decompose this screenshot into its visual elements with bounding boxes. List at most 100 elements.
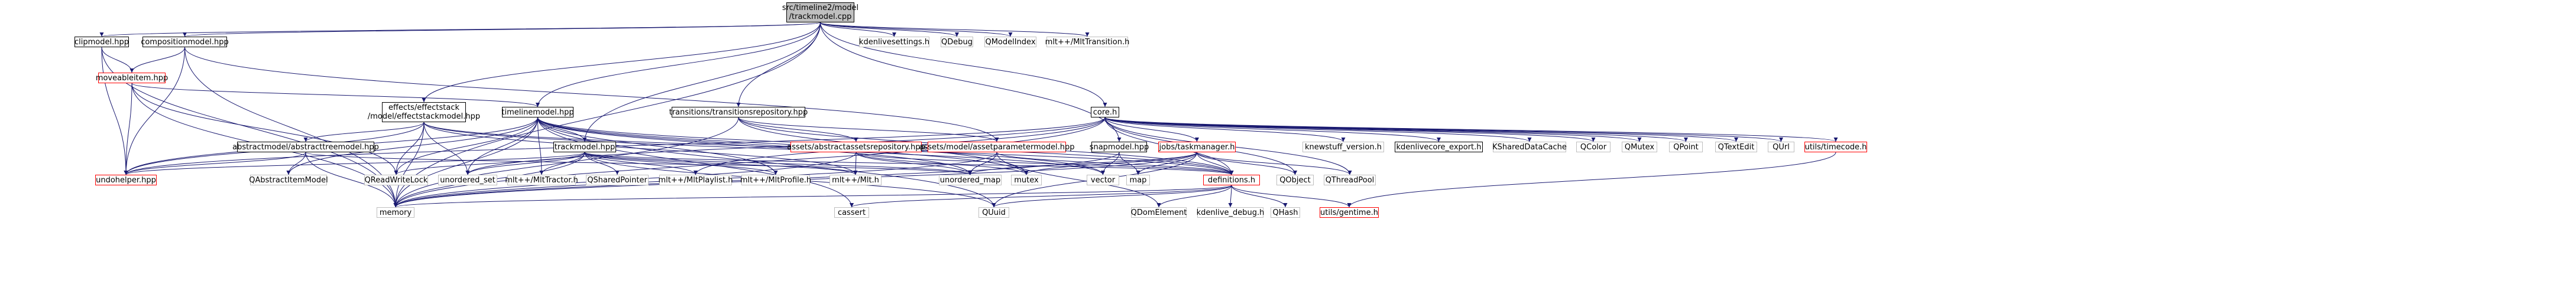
edge-definitions-to-quuid — [991, 185, 1232, 208]
edge-effectstackmodel-to-unordered-set — [423, 122, 470, 175]
node-qtextedit[interactable]: QTextEdit — [1715, 142, 1757, 152]
node-qabstractitemmodel[interactable]: QAbstractItemModel — [249, 175, 328, 185]
node-qdebug[interactable]: QDebug — [941, 37, 973, 47]
node-qurl[interactable]: QUrl — [1768, 142, 1794, 152]
edge-core-to-unordered-set — [465, 117, 1106, 175]
edge-core-to-qtextedit — [1104, 117, 1738, 142]
node-clipmodel[interactable]: clipmodel.hpp — [74, 37, 129, 47]
node-kdenlivesettings[interactable]: kdenlivesettings.h — [858, 37, 930, 47]
node-kdenlivecore-export[interactable]: kdenlivecore_export.h — [1395, 142, 1483, 152]
node-abstracttreemodel[interactable]: abstractmodel/abstracttreemodel.hpp — [232, 142, 379, 152]
node-taskmanager[interactable]: jobs/taskmanager.h — [1158, 142, 1236, 152]
edge-definitions-to-memory — [394, 185, 1232, 208]
node-qhash[interactable]: QHash — [1271, 207, 1300, 218]
edge-trackmodel-to-unordered-set — [465, 152, 585, 175]
edge-transitionsrepository-to-assetparametermodel — [738, 117, 999, 142]
node-root-line-1: src/timeline2/model — [782, 4, 859, 12]
node-mlt-h[interactable]: mlt++/Mlt.h — [829, 175, 882, 185]
node-undohelper[interactable]: undohelper.hpp — [95, 175, 157, 185]
node-effectstackmodel[interactable]: effects/effectstack /model/effectstackmo… — [368, 102, 480, 122]
edge-effectstackmodel-to-memory — [393, 122, 425, 208]
edge-effectstackmodel-to-abstracttreemodel — [303, 122, 425, 142]
node-vector[interactable]: vector — [1087, 175, 1119, 185]
node-qmutex[interactable]: QMutex — [1622, 142, 1657, 152]
edge-root-to-qmodelindex — [820, 22, 1013, 37]
node-knewstuff-version[interactable]: knewstuff_version.h — [1302, 142, 1384, 152]
edge-core-to-qmutex — [1104, 117, 1642, 142]
node-definitions[interactable]: definitions.h — [1203, 175, 1260, 185]
edge-timelinemodel-to-quuid — [537, 117, 996, 208]
node-ksharedcache[interactable]: KSharedDataCache — [1492, 142, 1567, 152]
node-cassert[interactable]: cassert — [834, 207, 869, 218]
node-mlt-transition[interactable]: mlt++/MltTransition.h — [1045, 37, 1130, 47]
node-mlt-profile[interactable]: mlt++/MltProfile.h — [740, 175, 812, 185]
node-unordered-set[interactable]: unordered_set — [438, 175, 497, 185]
node-mlt-playlist[interactable]: mlt++/MltPlaylist.h — [658, 175, 733, 185]
edge-definitions-to-kdenlive-debug — [1228, 185, 1233, 208]
edge-abstracttreemodel-to-qabstractitemmodel — [286, 152, 306, 175]
edge-abstractassetsrepository-to-mutex — [856, 152, 1029, 175]
node-mutex[interactable]: mutex — [1011, 175, 1042, 185]
node-qsharedpointer[interactable]: QSharedPointer — [586, 175, 649, 185]
edge-timelinemodel-to-unordered-set — [465, 117, 538, 175]
edge-root-to-core — [820, 22, 1107, 107]
node-kdenlive-debug[interactable]: kdenlive_debug.h — [1196, 207, 1265, 218]
edge-timelinemodel-to-qabstractitemmodel — [286, 117, 538, 175]
edge-core-to-memory — [393, 117, 1106, 208]
edge-core-to-taskmanager — [1104, 117, 1199, 142]
node-abstractassetsrepository[interactable]: assets/abstractassetsrepository.hpp — [787, 142, 925, 152]
node-transitionsrepository[interactable]: transitions/transitionsrepository.hpp — [669, 107, 808, 117]
node-timelinemodel[interactable]: timelinemodel.hpp — [501, 107, 574, 117]
edge-taskmanager-to-qthreadpool — [1197, 152, 1352, 175]
edge-core-to-ksharedcache — [1104, 117, 1532, 142]
edge-clipmodel-to-undohelper — [101, 47, 128, 175]
edge-trackmodel-to-qreadwritelock — [394, 152, 585, 175]
edge-root-to-compositionmodel — [183, 22, 821, 37]
edge-trackmodel-to-mlt-tractor — [539, 152, 585, 175]
node-timecode[interactable]: utils/timecode.h — [1804, 142, 1867, 152]
node-qmodelindex[interactable]: QModelIndex — [984, 37, 1036, 47]
edge-timecode-to-gentime — [1347, 152, 1836, 208]
edge-timelinemodel-to-qreadwritelock — [394, 117, 538, 175]
edge-moveableitem-to-timelinemodel — [131, 83, 540, 107]
node-quuid[interactable]: QUuid — [978, 207, 1009, 218]
node-snapmodel[interactable]: snapmodel.hpp — [1089, 142, 1149, 152]
edge-trackmodel-to-definitions — [584, 152, 1234, 175]
node-compositionmodel[interactable]: compositionmodel.hpp — [141, 37, 229, 47]
node-map[interactable]: map — [1126, 175, 1150, 185]
node-qthreadpool[interactable]: QThreadPool — [1324, 175, 1376, 185]
edge-taskmanager-to-qobject — [1197, 152, 1297, 175]
node-memory[interactable]: memory — [377, 207, 414, 218]
node-qdomelement[interactable]: QDomElement — [1130, 207, 1187, 218]
edge-compositionmodel-to-moveableitem — [129, 47, 185, 73]
edge-core-to-qurl — [1104, 117, 1783, 142]
node-qpoint[interactable]: QPoint — [1669, 142, 1703, 152]
edge-core-to-qcolor — [1104, 117, 1596, 142]
node-qcolor[interactable]: QColor — [1576, 142, 1611, 152]
edge-assetparametermodel-to-qdomelement — [996, 152, 1161, 208]
edge-abstractassetsrepository-to-definitions — [856, 152, 1234, 175]
edge-taskmanager-to-mutex — [1024, 152, 1197, 175]
node-root[interactable]: src/timeline2/model /trackmodel.cpp — [782, 2, 858, 22]
edge-timelinemodel-to-memory — [393, 117, 538, 208]
edge-root-to-mlt-transition — [820, 22, 1090, 37]
node-trackmodel[interactable]: trackmodel.hpp — [553, 142, 616, 152]
node-core[interactable]: core.h — [1091, 107, 1119, 117]
node-qobject[interactable]: QObject — [1276, 175, 1314, 185]
node-mlt-tractor[interactable]: mlt++/MltTractor.h — [505, 175, 578, 185]
node-gentime[interactable]: utils/gentime.h — [1320, 207, 1379, 218]
edge-definitions-to-qhash — [1231, 185, 1288, 208]
edge-timelinemodel-to-mlt-profile — [537, 117, 778, 175]
node-moveableitem[interactable]: moveableitem.hpp — [95, 73, 169, 83]
edge-abstracttreemodel-to-memory — [305, 152, 398, 208]
node-assetparametermodel[interactable]: assets/model/assetparametermodel.hpp — [919, 142, 1075, 152]
edge-core-to-knewstuff-version — [1104, 117, 1346, 142]
edge-trackmodel-to-qsharedpointer — [584, 152, 620, 175]
edge-transitionsrepository-to-abstractassetsrepository — [738, 117, 858, 142]
edge-moveableitem-to-undohelper — [124, 83, 132, 175]
node-unordered-map[interactable]: unordered_map — [939, 175, 1002, 185]
node-qreadwritelock[interactable]: QReadWriteLock — [364, 175, 428, 185]
edge-clipmodel-to-moveableitem — [101, 47, 134, 73]
edge-effectstackmodel-to-qreadwritelock — [394, 122, 425, 175]
